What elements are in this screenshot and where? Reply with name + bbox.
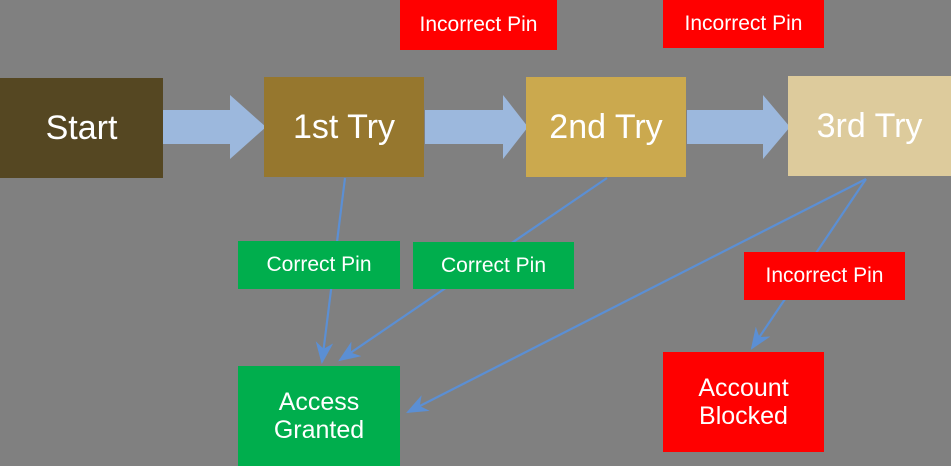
edge-try3-to-access-granted [406,178,867,413]
block-arrow-start-to-try1 [163,95,266,159]
edge-label-incorrect-pin-2[interactable]: Incorrect Pin [663,0,824,48]
access-granted-line-2: Granted [273,416,365,444]
node-third-try[interactable]: 3rd Try [788,76,951,176]
edge-label-correct-pin-1[interactable]: Correct Pin [238,241,400,289]
node-first-try[interactable]: 1st Try [264,77,424,177]
edge-label-correct-pin-2[interactable]: Correct Pin [413,242,574,289]
edge-label-incorrect-pin-1[interactable]: Incorrect Pin [400,0,557,50]
block-arrow-try1-to-try2 [425,95,528,159]
node-start[interactable]: Start [0,78,163,178]
account-blocked-line-2: Blocked [699,402,788,430]
account-blocked-line-1: Account [698,374,789,402]
access-granted-line-1: Access [278,388,360,416]
node-second-try[interactable]: 2nd Try [526,77,686,177]
block-arrow-try2-to-try3 [687,95,790,159]
node-account-blocked[interactable]: Account Blocked [663,352,824,452]
edge-label-incorrect-pin-3[interactable]: Incorrect Pin [744,252,905,300]
node-access-granted[interactable]: Access Granted [238,366,400,466]
